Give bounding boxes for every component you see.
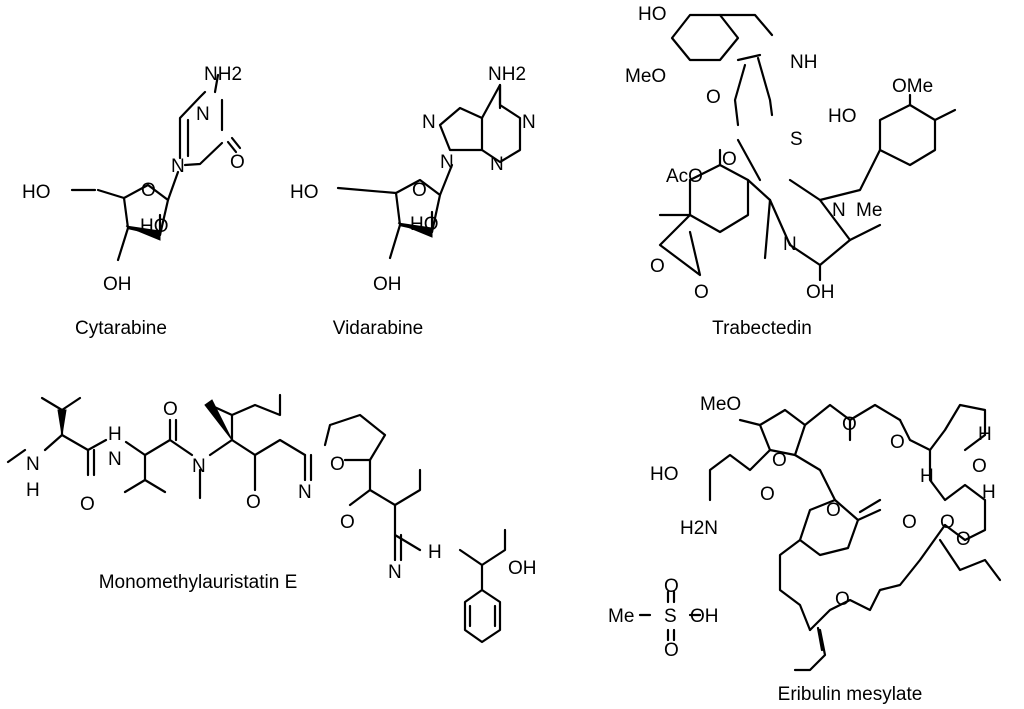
atom-label: H	[920, 466, 934, 487]
compound-name-mmae: Monomethylauristatin E	[99, 572, 298, 593]
atom-label: O	[330, 454, 345, 475]
atom-label: OH	[806, 282, 835, 303]
atom-label: OH	[103, 274, 132, 295]
atom-label: O	[163, 399, 178, 420]
eribulin-structure	[638, 403, 1002, 672]
atom-label: OMe	[892, 76, 933, 97]
atom-label: N	[440, 152, 454, 173]
atom-label: H	[26, 480, 40, 501]
atom-label: H2N	[680, 518, 718, 539]
atom-label: O	[890, 432, 905, 453]
atom-label: N	[832, 200, 846, 221]
atom-label: MeO	[700, 394, 741, 415]
atom-label: O	[412, 180, 427, 201]
compound-name-eribulin: Eribulin mesylate	[778, 684, 923, 705]
atom-label: N	[196, 104, 210, 125]
atom-label: N	[422, 112, 436, 133]
atom-label: N	[388, 562, 402, 583]
atom-label: HO	[22, 182, 51, 203]
atom-label: O	[230, 152, 245, 173]
atom-label: O	[956, 529, 971, 550]
atom-label: O	[650, 256, 665, 277]
atom-label: N	[26, 454, 40, 475]
atom-label: N	[108, 449, 122, 470]
atom-label: O	[664, 640, 679, 661]
atom-label: O	[80, 494, 95, 515]
atom-label: O	[246, 492, 261, 513]
trabectedin-atom-labels: HO MeO NH O O S OMe HO AcO N Me N O O OH	[625, 4, 933, 303]
atom-label: HO	[828, 106, 857, 127]
atom-label: O	[340, 512, 355, 533]
atom-label: O	[772, 450, 787, 471]
atom-label: S	[664, 606, 677, 627]
atom-label: Me	[856, 200, 882, 221]
atom-label: OH	[508, 558, 537, 579]
atom-label: AcO	[666, 166, 703, 187]
atom-label: HO	[140, 216, 169, 237]
atom-label: N	[298, 482, 312, 503]
cytarabine-structure	[70, 73, 242, 262]
atom-label: O	[664, 576, 679, 597]
atom-label: N	[522, 112, 536, 133]
atom-label: H	[978, 424, 992, 445]
atom-label: N	[490, 154, 504, 175]
atom-label: O	[706, 87, 721, 108]
atom-label: O	[842, 414, 857, 435]
atom-label: OH	[373, 274, 402, 295]
atom-label: Me	[608, 606, 634, 627]
atom-label: HO	[410, 214, 439, 235]
atom-label: N	[192, 456, 206, 477]
mmae-structure	[6, 393, 507, 644]
atom-label: O	[972, 456, 987, 477]
atom-label: HO	[638, 4, 667, 25]
atom-label: HO	[290, 182, 319, 203]
trabectedin-structure	[658, 13, 957, 282]
vidarabine-structure	[336, 83, 522, 260]
atom-label: O	[722, 149, 737, 170]
atom-label: O	[940, 512, 955, 533]
cytarabine-atom-labels: NH2 N N O O HO HO OH	[22, 64, 245, 295]
atom-label: N	[171, 156, 185, 177]
compound-name-trabectedin: Trabectedin	[712, 318, 812, 339]
atom-label: NH	[790, 52, 817, 73]
atom-label: O	[694, 282, 709, 303]
atom-label: HO	[650, 464, 679, 485]
mmae-atom-labels: N H N H O O N O N O O N H OH	[26, 399, 537, 583]
vidarabine-atom-labels: NH2 N N N N O HO HO OH	[290, 64, 536, 295]
atom-label: O	[760, 484, 775, 505]
atom-label: OH	[690, 606, 719, 627]
atom-label: O	[902, 512, 917, 533]
compound-name-vidarabine: Vidarabine	[333, 318, 424, 339]
atom-label: MeO	[625, 66, 666, 87]
atom-label: O	[835, 589, 850, 610]
atom-label: NH2	[488, 64, 526, 85]
atom-label: NH2	[204, 64, 242, 85]
atom-label: S	[790, 129, 803, 150]
atom-label: H	[428, 542, 442, 563]
atom-label: N	[783, 234, 797, 255]
compound-name-cytarabine: Cytarabine	[75, 318, 167, 339]
atom-label: H	[982, 482, 996, 503]
atom-label: H	[108, 424, 122, 445]
eribulin-atom-labels: MeO O O O HO H2N O H O H O O O O H O Me …	[608, 394, 996, 661]
atom-label: O	[141, 180, 156, 201]
atom-label: O	[826, 500, 841, 521]
